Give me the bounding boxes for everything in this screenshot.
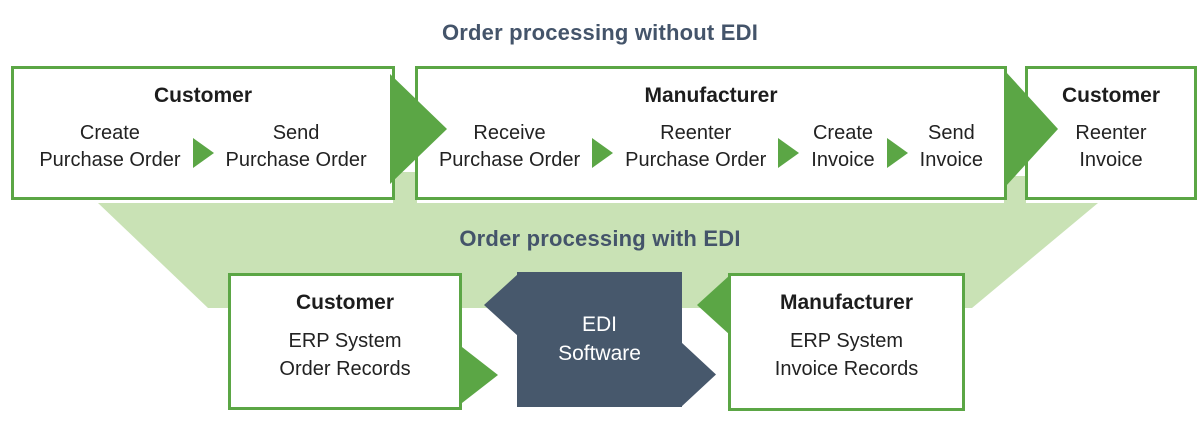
title-without-edi: Order processing without EDI xyxy=(441,20,759,45)
top-manufacturer-box: Manufacturer Receive Purchase Order Reen… xyxy=(415,66,1007,200)
step-create-invoice: Create Invoice xyxy=(811,122,875,172)
step-receive-purchase-order: Receive Purchase Order xyxy=(438,122,581,172)
step-reenter-invoice: Reenter Invoice xyxy=(1075,122,1147,172)
top-manufacturer-title: Manufacturer xyxy=(644,84,778,107)
top-customer-title: Customer xyxy=(153,84,253,107)
top-customer-right-box: Customer Reenter Invoice xyxy=(1025,66,1197,200)
edi-to-manufacturer-arrow-icon xyxy=(681,342,716,407)
bottom-customer-body: ERP System Order Records xyxy=(279,330,411,381)
top-customer-right-steps: Reenter Invoice xyxy=(1075,120,1146,174)
top-customer-right-title: Customer xyxy=(1061,84,1161,107)
funnel-neck-left xyxy=(393,172,417,206)
bottom-manufacturer-body: ERP System Invoice Records xyxy=(774,330,919,381)
edi-software-shape: EDI Software xyxy=(517,272,682,407)
bottom-customer-box: Customer ERP System Order Records xyxy=(228,273,462,410)
bottom-manufacturer-box: Manufacturer ERP System Invoice Records xyxy=(728,273,965,411)
bottom-manufacturer-title: Manufacturer xyxy=(779,291,914,314)
edi-software-label: EDI Software xyxy=(558,313,641,365)
step-arrow-icon xyxy=(192,138,214,169)
top-customer-steps: Create Purchase Order Send Purchase Orde… xyxy=(39,120,366,174)
step-send-purchase-order: Send Purchase Order xyxy=(225,122,367,172)
funnel-neck-right xyxy=(1004,176,1026,206)
step-arrow-icon xyxy=(886,138,908,169)
top-customer-box: Customer Create Purchase Order Send Purc… xyxy=(11,66,395,200)
top-manufacturer-steps: Receive Purchase Order Reenter Purchase … xyxy=(439,120,983,174)
title-with-edi: Order processing with EDI xyxy=(459,226,741,251)
step-create-purchase-order: Create Purchase Order xyxy=(39,122,181,172)
step-arrow-icon xyxy=(778,138,800,169)
step-reenter-purchase-order: Reenter Purchase Order xyxy=(625,122,767,172)
erp-to-edi-arrow-icon xyxy=(462,347,498,403)
step-arrow-icon xyxy=(592,138,614,169)
step-send-invoice: Send Invoice xyxy=(919,122,984,172)
bottom-customer-title: Customer xyxy=(295,291,395,314)
